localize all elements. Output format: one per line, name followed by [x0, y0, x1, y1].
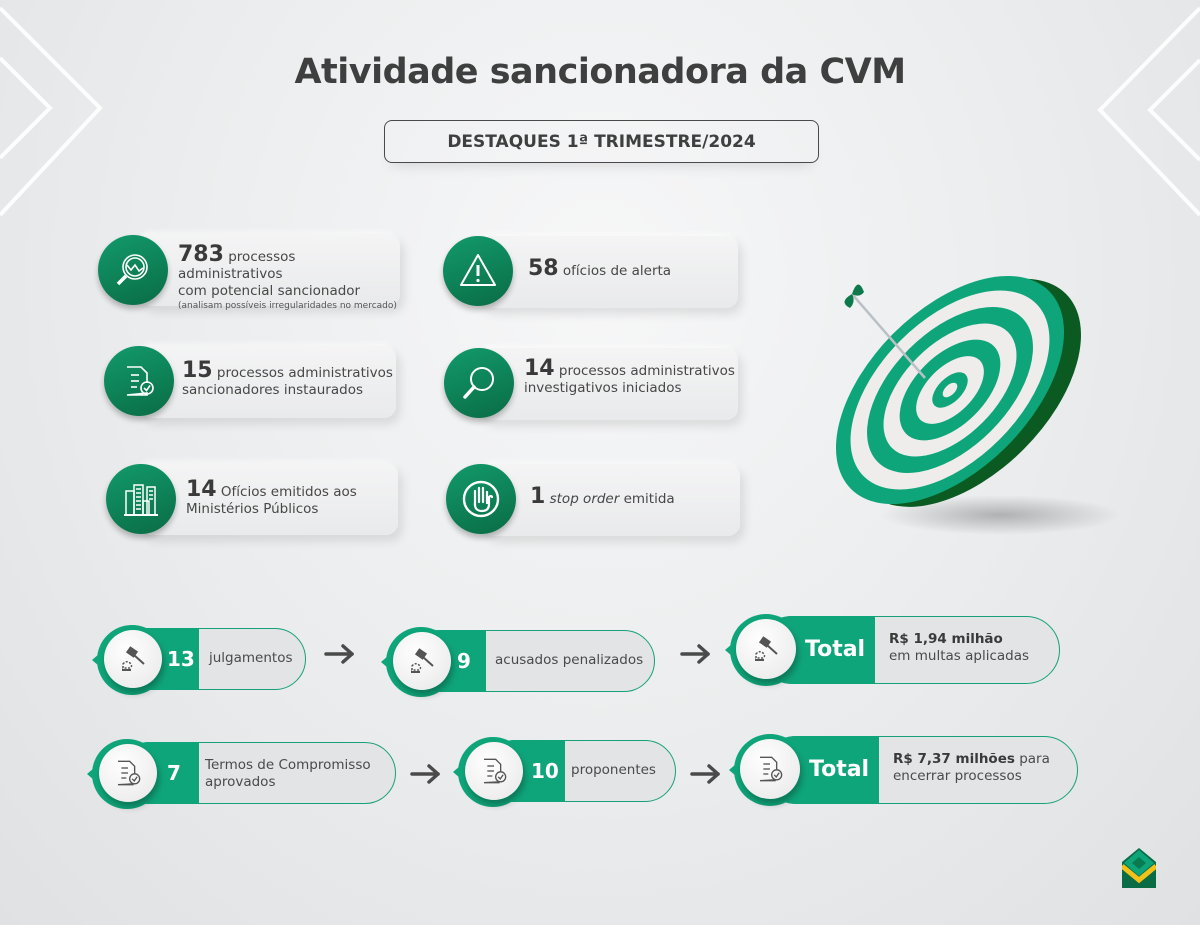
- stat-value: 783: [178, 242, 224, 267]
- flow-label: julgamentos: [209, 650, 293, 666]
- gavel-icon: [736, 619, 796, 679]
- document-check-icon: [465, 742, 523, 800]
- stat-value: 14: [524, 356, 555, 381]
- warning-triangle-icon: [443, 236, 513, 306]
- flow-value: 9: [457, 648, 471, 673]
- stat-value: 58: [528, 256, 559, 281]
- stop-hand-icon: [446, 464, 516, 534]
- chevron-decoration-right: [1097, 6, 1200, 217]
- arrow-right-icon: [690, 764, 720, 784]
- flow-label: R$ 7,37 milhões para encerrar processos: [893, 737, 1050, 802]
- flow-description: encerrar processos: [893, 768, 1022, 784]
- stat-value: 1: [530, 484, 546, 509]
- dartboard-target-icon: [835, 275, 1120, 535]
- buildings-icon: [106, 464, 176, 534]
- document-check-icon: [740, 739, 800, 799]
- stat-text: processos administrativos: [178, 249, 296, 282]
- flow-label-line: Termos de Compromisso: [205, 757, 371, 773]
- period-label: DESTAQUES 1ª TRIMESTRE/2024: [447, 131, 756, 152]
- stat-note: (analisam possíveis irregularidades no m…: [178, 301, 397, 311]
- stat-value: 14: [186, 477, 217, 502]
- stat-card-investigativos-iniciados: 14 processos administrativos investigati…: [480, 348, 738, 420]
- stat-value: 15: [182, 358, 213, 383]
- arrow-right-icon: [680, 644, 710, 664]
- flow-amount: R$ 7,37 milhões: [893, 751, 1015, 767]
- arrow-right-icon: [324, 644, 354, 664]
- stat-card-sancionadores-instaurados: 15 processos administrativos sancionador…: [140, 346, 396, 418]
- chevron-decoration-left: [0, 6, 103, 217]
- gavel-icon: [393, 632, 451, 690]
- flow-label: acusados penalizados: [495, 652, 644, 668]
- flow-step-termos: 7 Termos de Compromisso aprovados: [118, 741, 396, 804]
- stat-text: com potencial sancionador: [178, 283, 361, 299]
- flow-description: para: [1019, 751, 1050, 767]
- flow-amount: R$ 1,94 milhão: [889, 631, 1003, 647]
- stat-text: Ministérios Públicos: [186, 501, 319, 517]
- flow-total-termos: Total R$ 7,37 milhões para encerrar proc…: [762, 735, 1078, 804]
- document-check-icon: [99, 744, 157, 802]
- stat-card-oficios-alerta: 58 ofícios de alerta: [480, 236, 738, 308]
- stat-text: investigativos iniciados: [524, 380, 682, 396]
- flow-total-label: Total: [805, 637, 866, 662]
- stat-text: emitida: [623, 491, 675, 507]
- flow-total-multas: Total R$ 1,94 milhão em multas aplicadas: [758, 615, 1060, 684]
- cvm-logo-icon: [1122, 848, 1156, 888]
- gavel-icon: [104, 630, 162, 688]
- stat-card-stop-order: 1 stop order emitida: [482, 464, 740, 536]
- stat-card-oficios-ministerios: 14 Ofícios emitidos aos Ministérios Públ…: [140, 463, 398, 535]
- stat-text-italic: stop order: [549, 491, 620, 507]
- flow-label: R$ 1,94 milhão em multas aplicadas: [889, 617, 1029, 682]
- stat-text: processos administrativos: [558, 363, 735, 379]
- stat-text: ofícios de alerta: [562, 263, 672, 279]
- flow-value: 13: [167, 646, 195, 671]
- flow-label-line: aprovados: [205, 774, 276, 790]
- page-title: Atividade sancionadora da CVM: [294, 52, 906, 92]
- magnifier-chart-icon: [98, 235, 168, 305]
- arrow-right-icon: [410, 764, 440, 784]
- flow-label: Termos de Compromisso aprovados: [205, 743, 371, 802]
- period-badge: DESTAQUES 1ª TRIMESTRE/2024: [384, 120, 819, 163]
- stat-text: sancionadores instaurados: [182, 382, 363, 398]
- flow-total-label: Total: [809, 757, 870, 782]
- stat-text: Ofícios emitidos aos: [220, 484, 357, 500]
- flow-description: em multas aplicadas: [889, 648, 1030, 664]
- stat-text: processos administrativos: [216, 365, 393, 381]
- flow-value: 10: [531, 758, 559, 783]
- stat-card-processos-potencial: 783 processos administrativos com potenc…: [140, 234, 400, 311]
- flow-value: 7: [167, 760, 181, 785]
- document-check-icon: [104, 346, 174, 416]
- flow-label: proponentes: [571, 762, 656, 778]
- magnifier-icon: [444, 348, 514, 418]
